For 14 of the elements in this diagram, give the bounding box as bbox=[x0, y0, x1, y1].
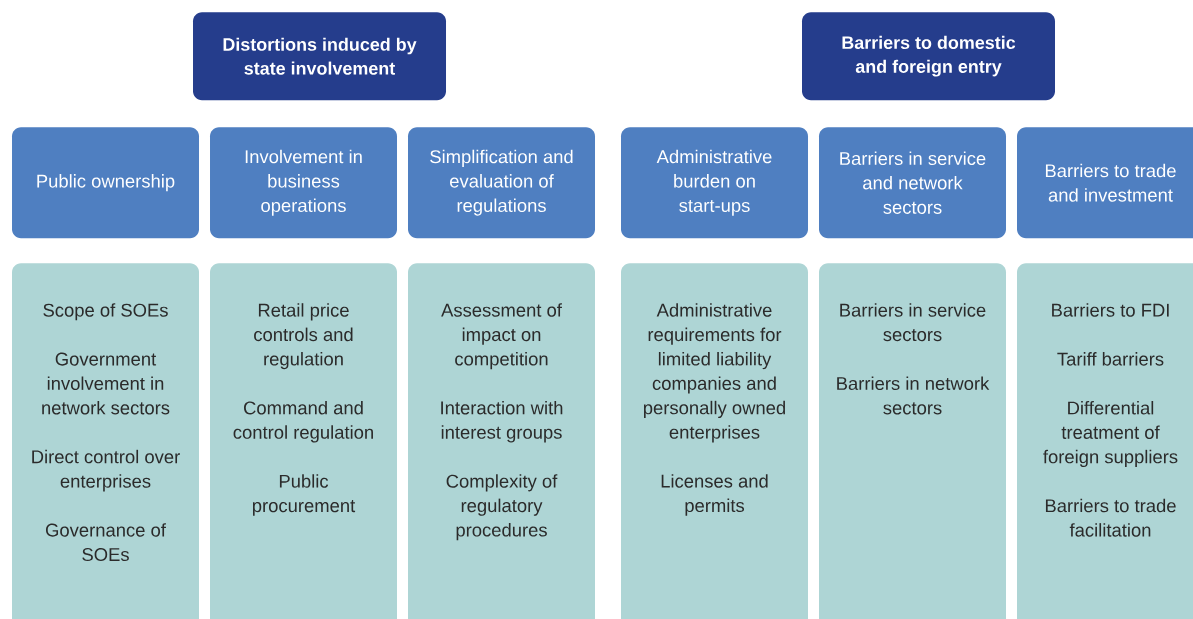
category-box: Barriers in service and network sectors bbox=[819, 127, 1006, 239]
category-box: Barriers to trade and investment bbox=[1017, 127, 1193, 239]
detail-box: Scope of SOEs Government involvement in network sectors Direct control over enterprises Governance of SOEs bbox=[12, 263, 199, 619]
header-box: Barriers to domestic and foreign entry bbox=[802, 12, 1055, 101]
detail-box: Barriers to FDI Tariff barriers Differential treatment of foreign suppliers Barriers to trade facilitation bbox=[1017, 263, 1193, 619]
detail-box: Assessment of impact on competition Interaction with interest groups Complexity of regulatory procedures bbox=[408, 263, 595, 619]
category-box: Simplification and evaluation of regulations bbox=[408, 127, 595, 239]
category-box: Involvement in business operations bbox=[210, 127, 397, 239]
header-box: Distortions induced by state involvement bbox=[193, 12, 446, 101]
detail-box: Retail price controls and regulation Command and control regulation Public procurement bbox=[210, 263, 397, 619]
detail-box: Administrative requirements for limited liability companies and personally owned enterprises Licenses and permits bbox=[621, 263, 808, 619]
detail-box: Barriers in service sectors Barriers in network sectors bbox=[819, 263, 1006, 619]
category-box: Public ownership bbox=[12, 127, 199, 239]
category-box: Administrative burden on start-ups bbox=[621, 127, 808, 239]
